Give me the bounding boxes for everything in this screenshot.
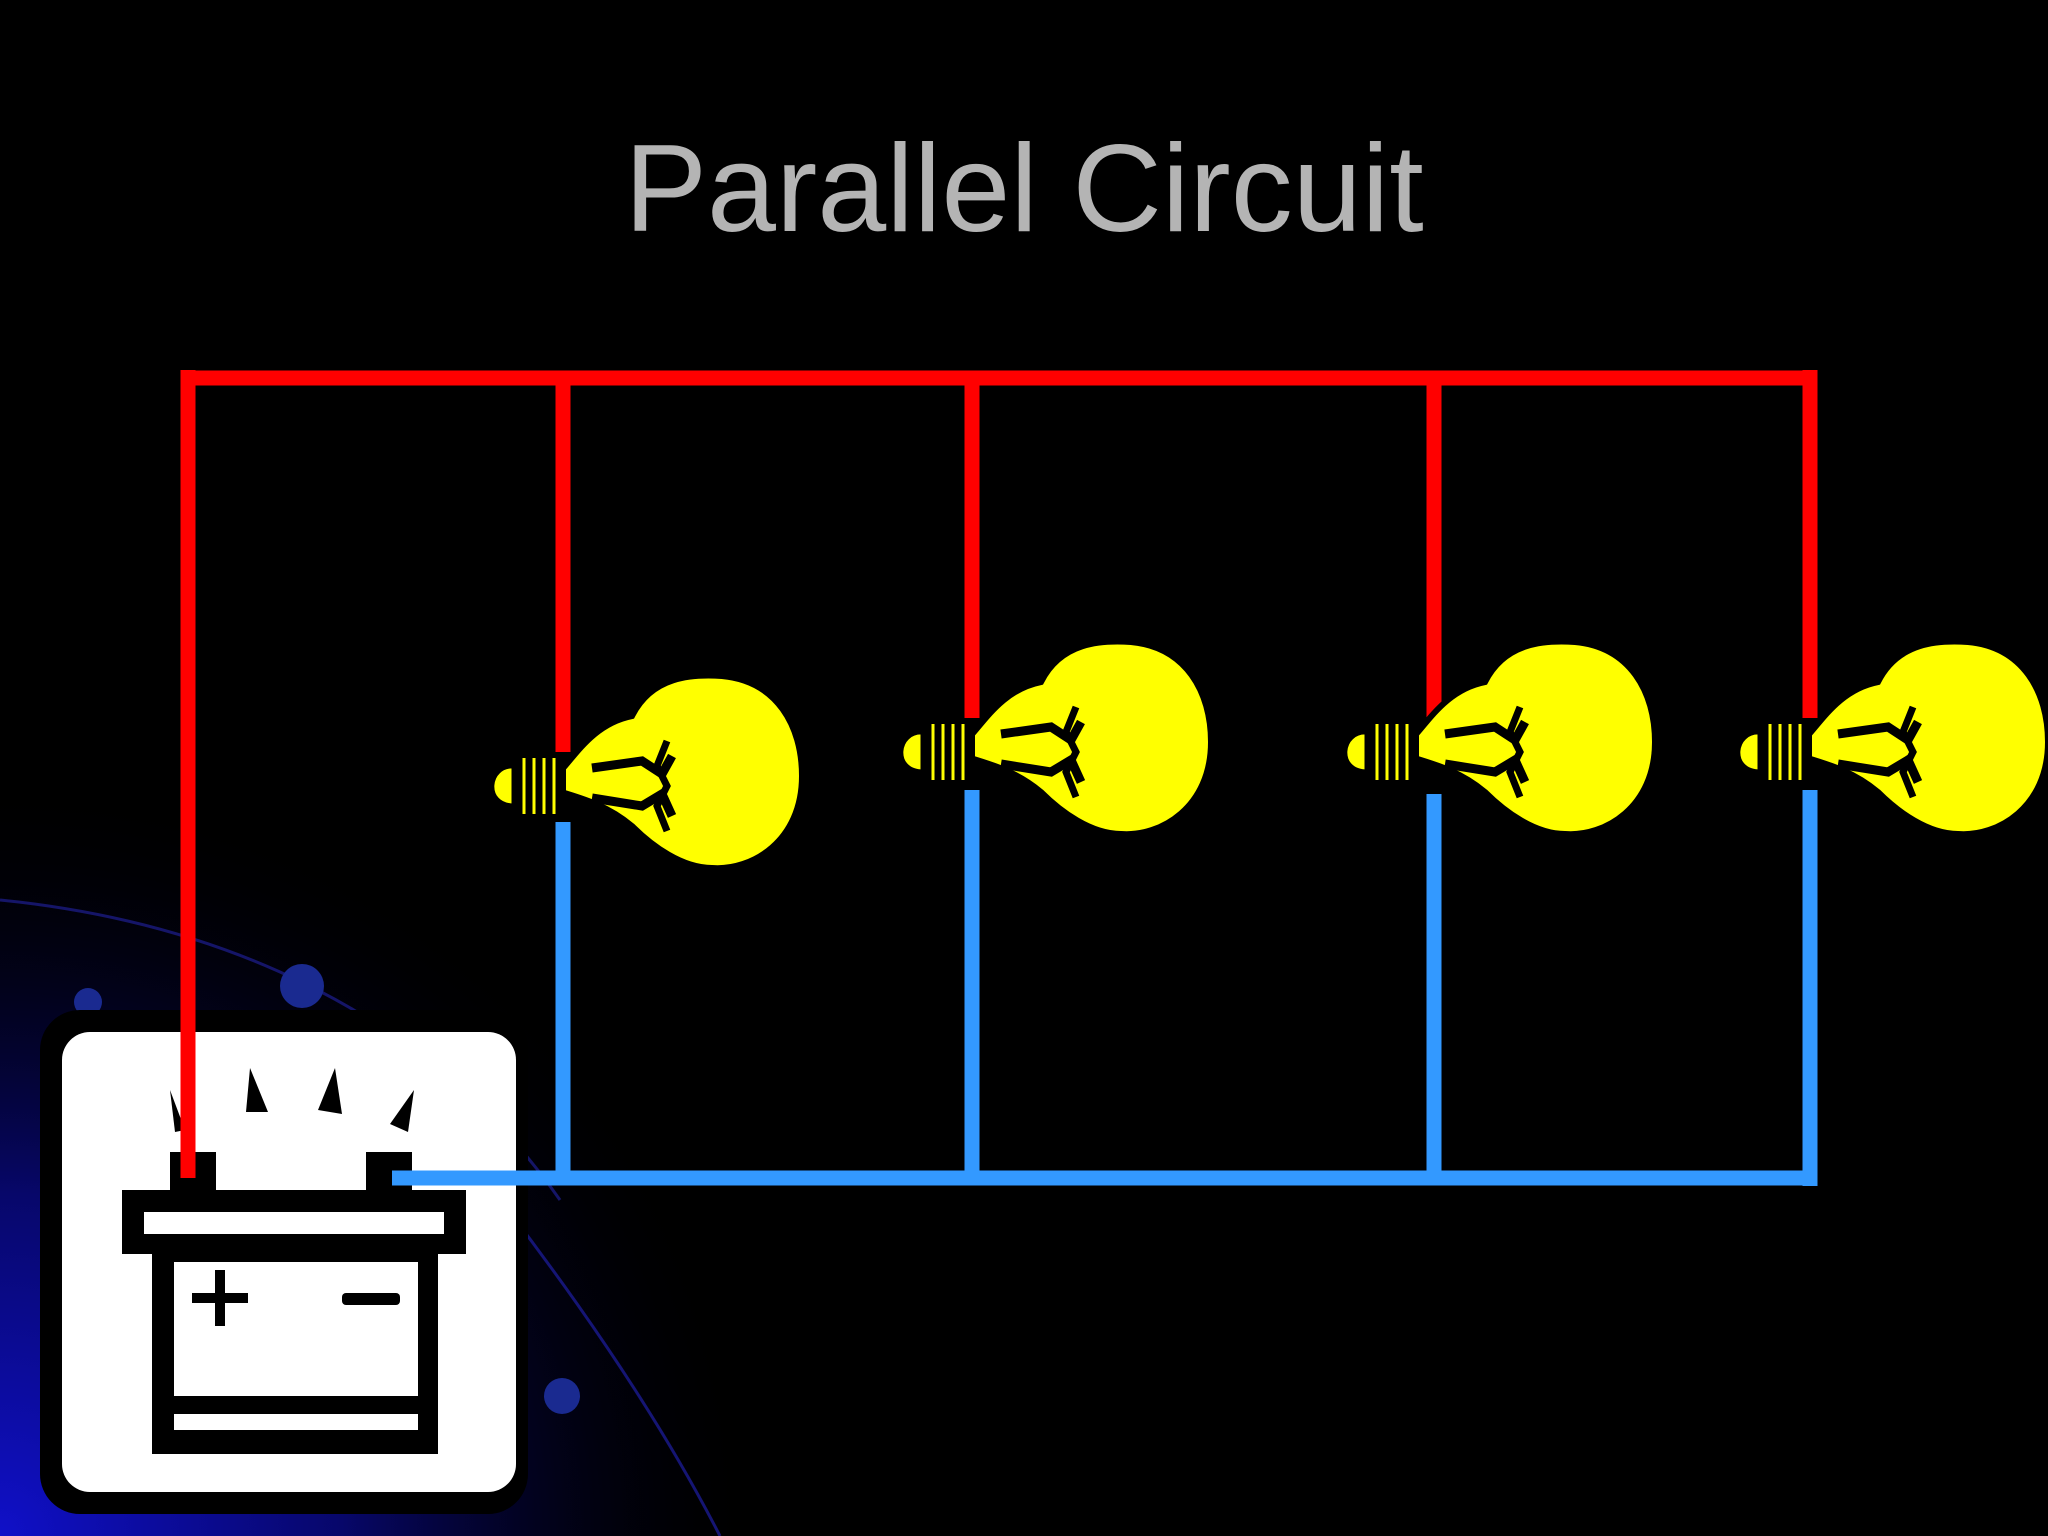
positive-wires — [180, 370, 1818, 1178]
decorative-orb — [74, 988, 102, 1016]
decorative-orb — [544, 1378, 580, 1414]
decorative-orb — [280, 964, 324, 1008]
battery-icon — [40, 1010, 528, 1514]
negative-wires — [392, 790, 1818, 1186]
minus-sign-icon — [342, 1293, 400, 1305]
slide-title: Parallel Circuit — [624, 120, 1424, 258]
